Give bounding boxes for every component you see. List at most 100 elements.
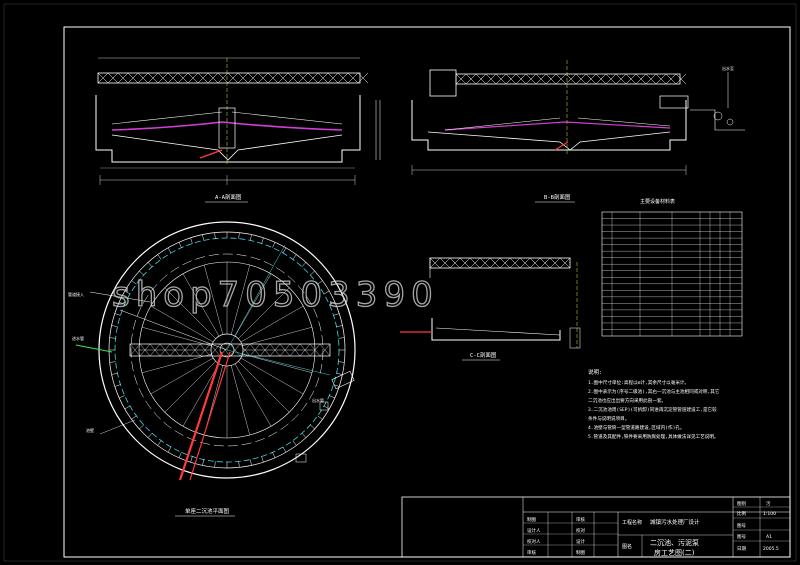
- bb-leader-outlet: 出水至: [722, 65, 734, 71]
- plan-tick: [338, 337, 345, 339]
- plan-tick: [250, 234, 252, 241]
- plan-bridge-truss-diag: [159, 343, 171, 357]
- plan-tick: [214, 232, 216, 239]
- plan-bridge-truss-diag: [139, 343, 151, 357]
- plan-spoke: [242, 327, 313, 347]
- tb-scale-label: 比例: [737, 510, 746, 517]
- bb-truss-diag: [595, 73, 607, 85]
- notes-block: 说明: 1.图中尺寸单位:高程以m计,其余尺寸以毫米计。 2.图中表示为(序号二…: [588, 368, 720, 440]
- aa-truss-diag: [347, 72, 359, 84]
- plan-tick: [250, 459, 252, 466]
- plan-bridge-truss-diag: [199, 343, 211, 357]
- plan-bridge-truss-diag: [169, 343, 181, 357]
- plan-leader-inlet: 管道接入: [68, 291, 84, 297]
- aa-truss-diag: [237, 72, 249, 84]
- plan-tick: [190, 237, 193, 244]
- tb-drawing-name-label: 图名: [622, 543, 632, 550]
- bb-truss-diag: [585, 73, 597, 85]
- bb-truss-diag: [605, 73, 617, 85]
- plan-tick: [190, 456, 193, 463]
- tb-date-value: 2005.5: [763, 546, 779, 552]
- plan-tick: [238, 232, 240, 239]
- tb-role-0: 制图: [527, 516, 536, 523]
- plan-tick: [317, 280, 323, 285]
- note-3: 二沉池也应出出要方向采用此剖一套。: [588, 397, 666, 404]
- tb-sheet-value: A1: [766, 534, 772, 540]
- plan-spoke: [204, 264, 224, 335]
- plan-tick: [139, 424, 144, 430]
- plan-bridge-truss-diag: [259, 343, 271, 357]
- note-5: 条件与说明说项目。: [588, 415, 629, 422]
- cc-truss-diag: [519, 257, 531, 269]
- plan-bridge-truss-diag: [209, 343, 221, 357]
- aa-section-label: A-A剖面图: [215, 193, 242, 201]
- title-block: 工程名称 城镇污水处理厂设计 图名 二沉池、污泥泵 房工艺图(二) 制图 设计人…: [401, 496, 791, 558]
- plan-tick: [214, 461, 216, 468]
- equipment-table-title: 主要设备材料表: [640, 198, 675, 205]
- plan-spoke: [238, 287, 290, 339]
- bb-truss-diag: [535, 73, 547, 85]
- plan-tick: [333, 313, 340, 316]
- plan-tick: [329, 301, 335, 305]
- plan-tick: [272, 452, 276, 458]
- plan-bridge-truss-diag: [149, 343, 161, 357]
- bb-truss-diag: [515, 73, 527, 85]
- plan-tick: [114, 313, 121, 316]
- bb-truss-diag: [525, 73, 537, 85]
- cc-truss-diag: [459, 257, 471, 269]
- plan-bridge-truss-diag: [319, 343, 331, 357]
- tb-drawing-name-1: 二沉池、污泥泵: [650, 538, 699, 547]
- cc-truss-diag: [529, 257, 541, 269]
- section-bb: 出水至 B-B剖面图: [375, 60, 745, 203]
- aa-truss-diag: [117, 72, 129, 84]
- plan-tick: [282, 247, 287, 254]
- aa-truss-diag: [287, 72, 299, 84]
- plan-view: 管道接入 进水管 池壁 出水管 单座二沉池平面图: [68, 221, 356, 517]
- plan-tick: [323, 290, 330, 295]
- bb-truss-diag: [455, 73, 467, 85]
- bb-bridge-truss: [455, 73, 681, 85]
- plan-tick: [178, 242, 182, 248]
- plan-tick: [147, 262, 153, 267]
- plan-tick: [119, 395, 125, 399]
- plan-tick: [119, 301, 125, 305]
- plan-bridge-truss-diag: [279, 343, 291, 357]
- plan-tick: [301, 262, 307, 267]
- tb-company-line: 工程名称: [622, 519, 642, 526]
- bb-truss-diag: [635, 73, 647, 85]
- plan-tick: [292, 440, 297, 446]
- aa-truss-diag: [277, 72, 289, 84]
- aa-truss-diag: [267, 72, 279, 84]
- cc-truss-diag: [479, 257, 491, 269]
- plan-spoke: [150, 305, 214, 343]
- bb-truss-diag: [655, 73, 667, 85]
- aa-truss-diag: [147, 72, 159, 84]
- aa-truss-diag: [337, 72, 349, 84]
- bb-truss-diag: [625, 73, 637, 85]
- aa-truss-diag: [327, 72, 339, 84]
- plan-tick: [178, 452, 182, 458]
- section-cc: C-C剖面图: [400, 257, 581, 361]
- plan-tick: [202, 459, 204, 466]
- plan-tick: [114, 384, 121, 387]
- bb-truss-diag: [575, 73, 587, 85]
- aa-truss-diag: [127, 72, 139, 84]
- bb-truss-diag: [545, 73, 557, 85]
- plan-leader-wall: 池壁: [86, 427, 94, 433]
- plan-spoke: [240, 305, 304, 343]
- plan-bridge-truss-diag: [189, 343, 201, 357]
- notes-title: 说明:: [588, 368, 602, 376]
- plan-spoke: [240, 357, 304, 395]
- plan-spoke: [242, 353, 313, 373]
- bb-truss-diag: [465, 73, 477, 85]
- tb-drawing-name-2: 房工艺图(二): [654, 548, 695, 557]
- aa-truss-diag: [197, 72, 209, 84]
- plan-tick: [272, 242, 276, 248]
- tb-sign-3: 制图: [576, 549, 585, 556]
- plan-tick: [111, 373, 118, 375]
- plan-tick: [147, 433, 153, 438]
- plan-tick: [124, 405, 131, 410]
- plan-tick: [292, 254, 297, 260]
- plan-bridge-truss-diag: [229, 343, 241, 357]
